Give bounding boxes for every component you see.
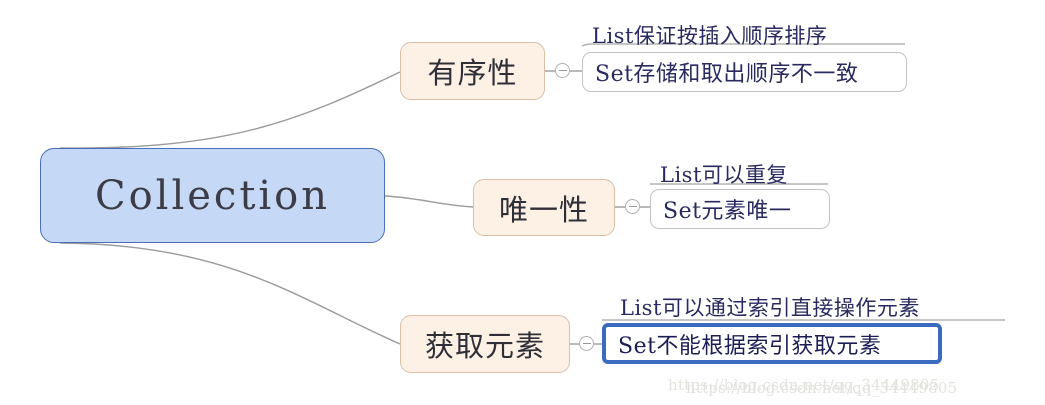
collapse-toggle-get-element[interactable] xyxy=(579,336,594,351)
connector-root-to-branch-3 xyxy=(59,242,401,345)
leaf-text-ordering-list: List保证按插入顺序排序 xyxy=(592,24,828,48)
branch-node-label-get-element: 获取元素 xyxy=(424,329,545,363)
leaf-text-ordering-set: Set存储和取出顺序不一致 xyxy=(595,62,859,87)
branch-node-uniqueness[interactable]: 唯一性 xyxy=(473,179,615,236)
connector-root-to-branch-1 xyxy=(59,71,401,149)
leaf-text-get-element-list: List可以通过索引直接操作元素 xyxy=(620,296,920,320)
connector-root-to-branch-2 xyxy=(384,195,474,208)
leaf-box-uniqueness-set[interactable]: Set元素唯一 xyxy=(650,189,830,229)
collapse-toggle-ordering[interactable] xyxy=(555,63,570,78)
branch-node-ordering[interactable]: 有序性 xyxy=(400,42,545,100)
watermark-url-a: https://blog.csdn.net/qq_34449805 xyxy=(668,376,940,394)
root-node-label: Collection xyxy=(94,172,331,219)
leaf-text-uniqueness-list: List可以重复 xyxy=(660,163,788,187)
root-node-collection[interactable]: Collection xyxy=(40,148,385,243)
branch-node-label-ordering: 有序性 xyxy=(427,56,518,90)
leaf-box-ordering-set[interactable]: Set存储和取出顺序不一致 xyxy=(582,52,907,92)
watermark-url-b: https://blog.csdn.net/qq_34449805 xyxy=(686,379,958,397)
leaf-text-get-element-set: Set不能根据索引获取元素 xyxy=(618,333,882,359)
leaf-box-get-element-set-selected[interactable]: Set不能根据索引获取元素 xyxy=(602,323,942,364)
branch-node-get-element[interactable]: 获取元素 xyxy=(400,315,570,373)
branch-node-label-uniqueness: 唯一性 xyxy=(498,192,589,227)
leaf-text-uniqueness-set: Set元素唯一 xyxy=(663,199,792,224)
collapse-toggle-uniqueness[interactable] xyxy=(625,199,640,214)
